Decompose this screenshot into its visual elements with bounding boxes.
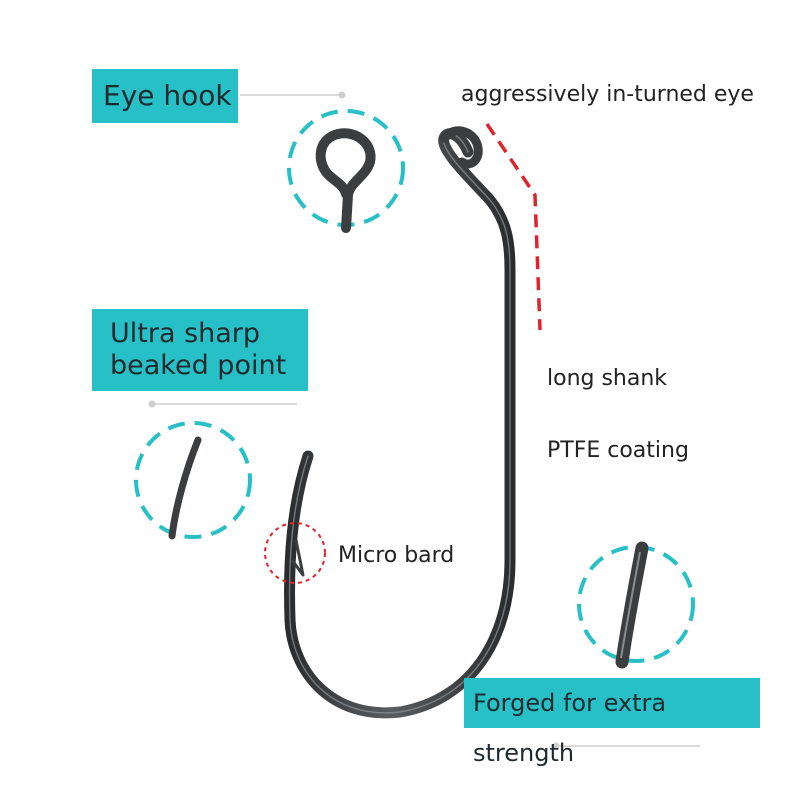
in-turned-eye-text: aggressively in-turned eye — [461, 82, 754, 107]
beaked-point-line1: Ultra sharp — [110, 318, 261, 349]
fishing-hook-icon — [284, 126, 516, 719]
hook-eye-closeup-icon — [287, 109, 405, 233]
in-turned-eye-callout — [485, 123, 542, 331]
eye-hook-label: Eye hook — [92, 69, 238, 123]
forged-label: Forged for extra strength — [464, 678, 760, 767]
ptfe-coating-text: PTFE coating — [547, 438, 689, 463]
leader-lines — [148, 91, 700, 750]
beaked-point-line2: beaked point — [110, 350, 287, 381]
beaked-point-label: Ultra sharp beaked point — [92, 309, 308, 391]
hook-point-closeup-icon — [134, 421, 252, 540]
micro-bard-text: Micro bard — [338, 543, 455, 568]
eye-hook-text: Eye hook — [103, 79, 232, 112]
hook-bend-closeup-icon — [577, 541, 695, 669]
forged-text: Forged for extra strength — [473, 689, 667, 767]
long-shank-text: long shank — [547, 366, 668, 391]
micro-barb-highlight — [264, 522, 326, 584]
